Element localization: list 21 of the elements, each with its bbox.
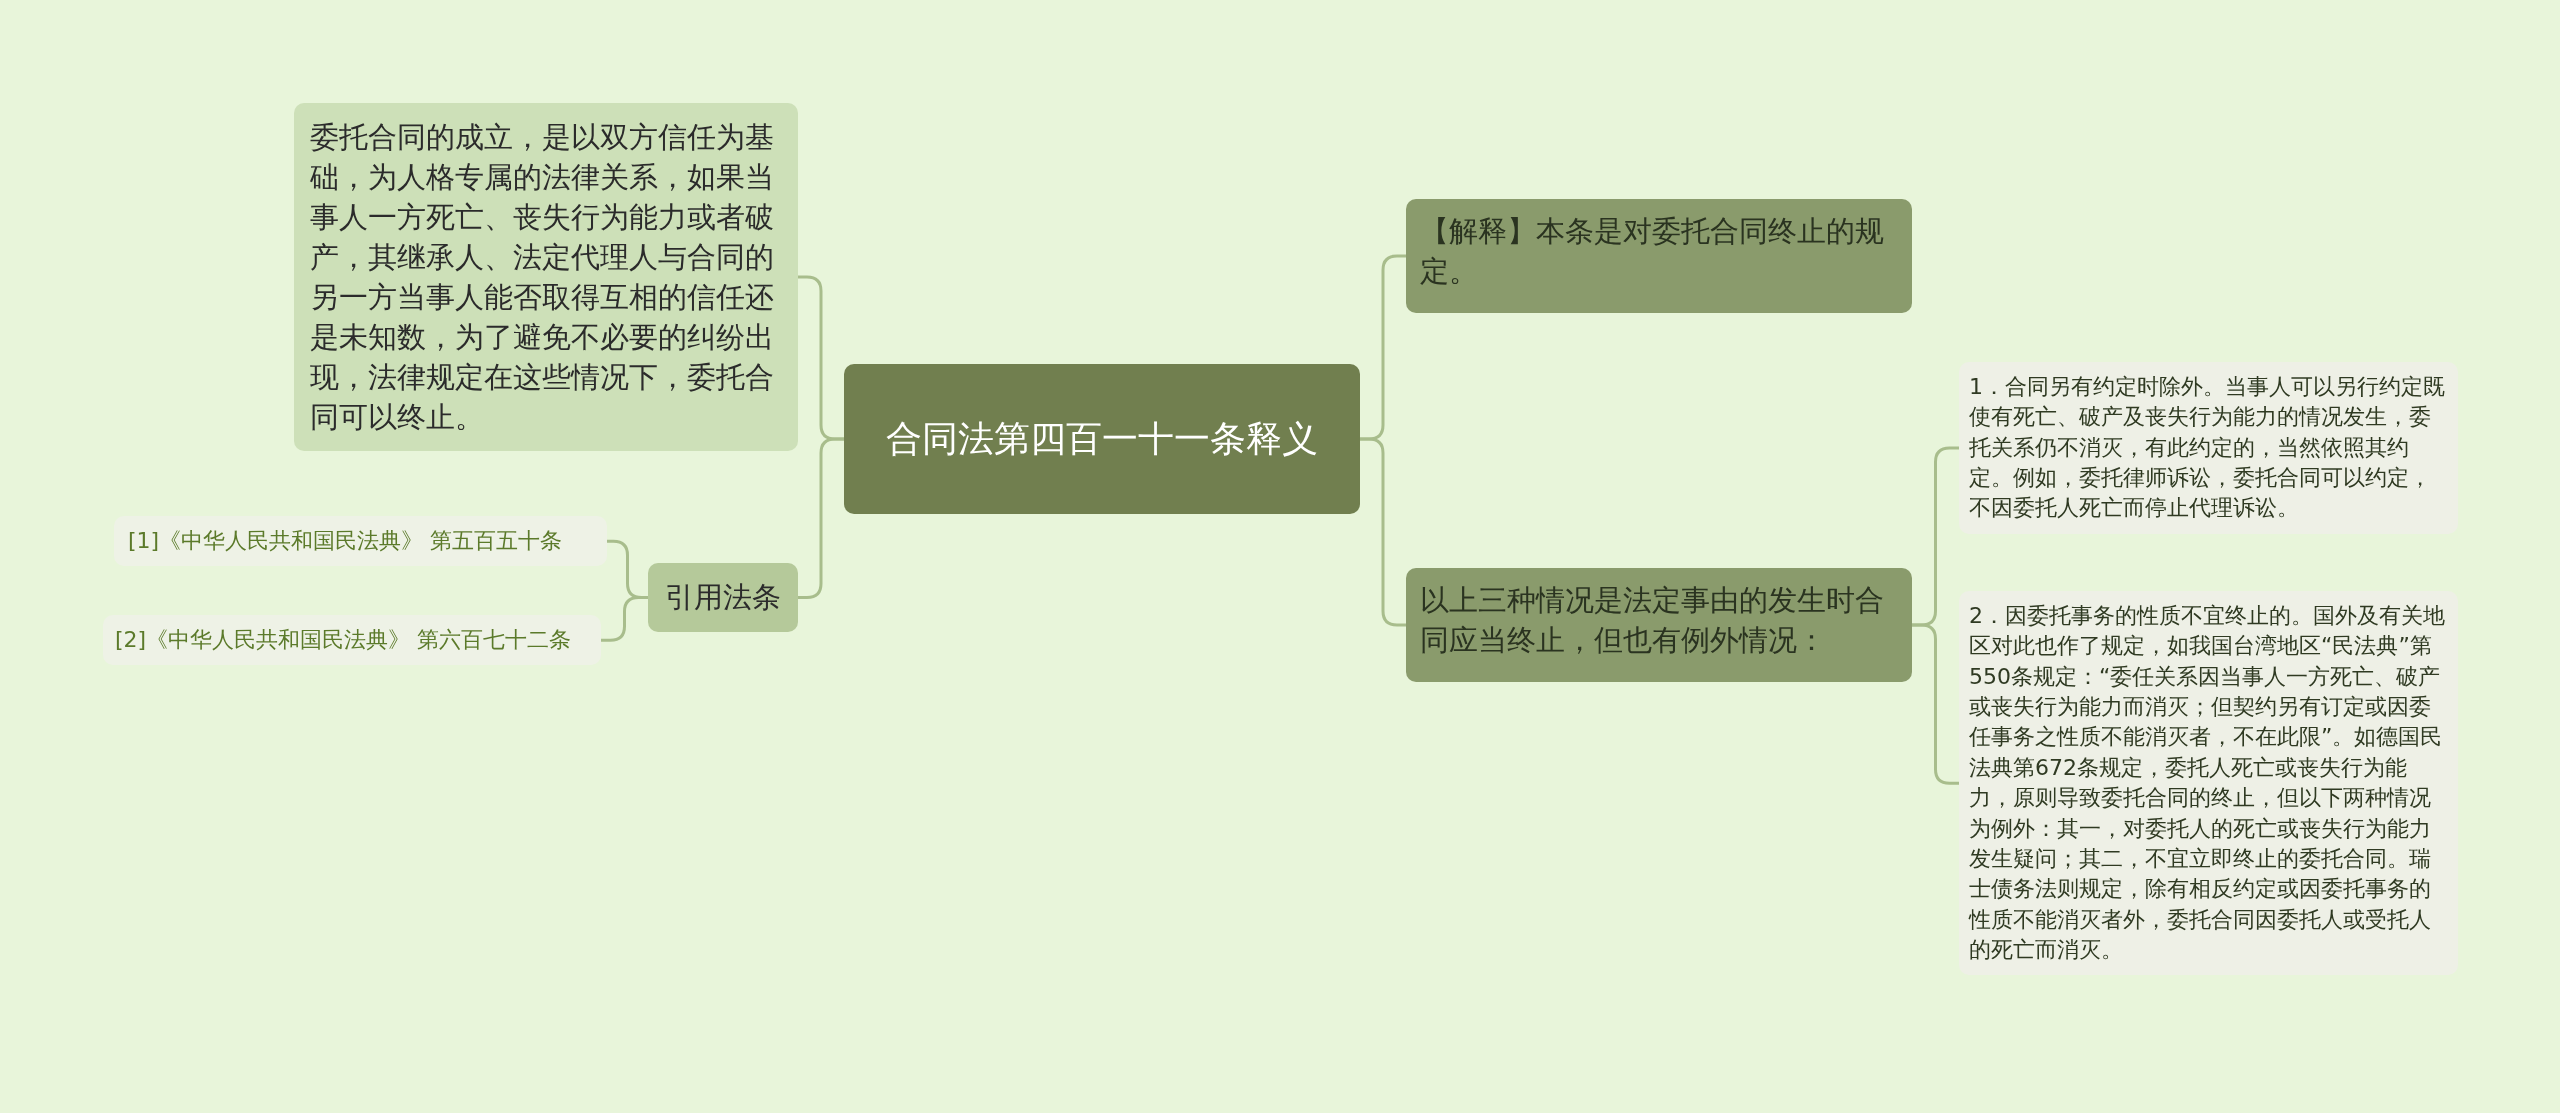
topic-text: 以上三种情况是法定事由的发生时合同应当终止，但也有例外情况： [1420, 582, 1885, 659]
connector-line [601, 596, 648, 642]
connector-line [1912, 623, 1959, 785]
topic-text: 合同法第四百一十一条释义 [886, 417, 1318, 462]
central-topic-box [844, 364, 1360, 514]
connector-line [1360, 437, 1406, 627]
topic-box [1406, 199, 1912, 314]
topic-text: 2．因委托事务的性质不宜终止的。国外及有关地区对此也作了规定，如我国台湾地区“民法典”第550条规定：“委任关系因当事人一方死亡、破产或丧失行为能力而消灭；但契约另有订定或因委任事务之性质不能消灭者，不在此限”。如德国民法典第672条规定，委托人死亡或丧失行为能力，原则导致委托合同的终止，但以下两种情况为例外：其一，对委托人的死亡或丧失行为能力发生疑问；其二，不宜立即终止的委托合同。瑞士债务法则规定，除有相反约定或因委托事务的性质不能消灭者外，委托合同因委托人或受托人的死亡而消灭。 [1969, 602, 2446, 964]
topic-box [1406, 568, 1912, 683]
subtopic-box [114, 516, 607, 567]
subtopic-box [1959, 362, 2458, 534]
topic-box [648, 563, 798, 632]
topic-text: 1．合同另有约定时除外。当事人可以另行约定既使有死亡、破产及丧失行为能力的情况发生，委托关系仍不消灭，有此约定的，当然依照其约定。例如，委托律师诉讼，委托合同可以约定，不因委托人死亡而停止代理诉讼。 [1969, 373, 2446, 523]
topic-text: 引用法条 [665, 579, 781, 617]
connector-line [798, 437, 844, 599]
topic-text: [1]《中华人民共和国民法典》 第五百五十条 [128, 527, 564, 555]
topic-text: 【解释】本条是对委托合同终止的规定。 [1420, 213, 1885, 290]
topic-text: [2]《中华人民共和国民法典》 第六百七十二条 [115, 626, 573, 654]
topic-text: 委托合同的成立，是以双方信任为基础，为人格专属的法律关系，如果当事人一方死亡、丧失行为能力或者破产，其继承人、法定代理人与合同的另一方当事人能否取得互相的信任还是未知数，为了避免不必要的纠纷出现，法律规定在这些情况下，委托合同可以终止。 [310, 119, 775, 437]
subtopic-box [103, 615, 601, 666]
topic-box [294, 103, 798, 452]
